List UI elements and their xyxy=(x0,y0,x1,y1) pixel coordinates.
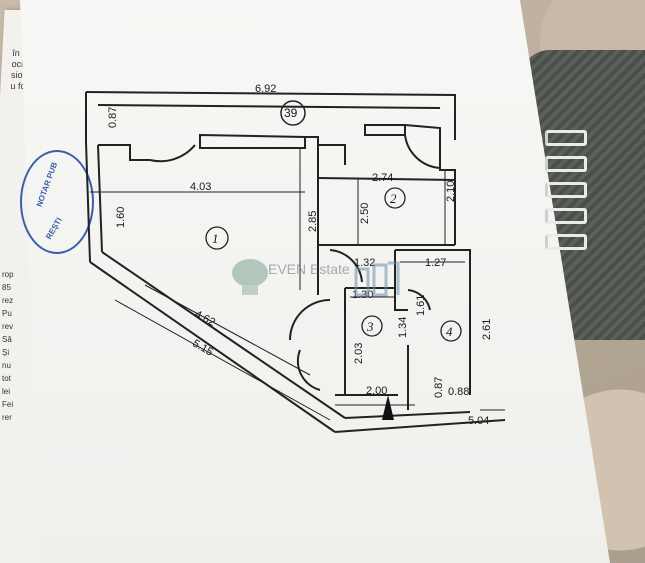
margin-line: Fei xyxy=(2,400,14,409)
dim-line-515 xyxy=(114,299,331,421)
window-1 xyxy=(199,133,306,149)
dim-088: 0.88 xyxy=(448,386,469,398)
room-circle-1 xyxy=(205,226,229,250)
dim-line-274 xyxy=(317,177,456,181)
margin-line: nu xyxy=(2,361,11,370)
margin-line: rop xyxy=(2,270,14,279)
margin-line: rev xyxy=(2,322,14,331)
door-swing-3 xyxy=(329,249,363,283)
room-number-3: 3 xyxy=(366,319,374,334)
dim-210: 2.10 xyxy=(445,181,457,202)
binder-ring xyxy=(545,182,587,198)
plan-labels: 6.92 39 0.87 4.03 1.60 2.85 2.74 2.50 2.… xyxy=(107,83,493,427)
entrance-arrow-icon xyxy=(382,395,394,420)
dim-line-462 xyxy=(144,284,311,376)
binder-ring xyxy=(545,156,587,172)
dim-087-top: 0.87 xyxy=(107,107,119,128)
dim-087-b: 0.87 xyxy=(433,377,445,398)
room2-top-left xyxy=(318,144,346,165)
margin-line: Sâ xyxy=(2,335,12,344)
bottom-inner-wall xyxy=(344,411,471,419)
binder-ring xyxy=(545,208,587,224)
margin-line: Și xyxy=(2,348,10,357)
room-numbers: 1 2 3 4 xyxy=(212,191,453,339)
dim-134: 1.34 xyxy=(397,317,409,338)
margin-line: rer xyxy=(2,413,12,422)
room-number-4: 4 xyxy=(446,324,453,339)
notary-stamp: NOTAR PUB REȘTI xyxy=(20,150,94,254)
dimension-lines xyxy=(90,148,505,421)
top-wall xyxy=(85,91,456,140)
door-swing-4 xyxy=(289,299,331,341)
diagonal-inner-wall xyxy=(101,251,346,419)
dim-132: 1.32 xyxy=(354,257,375,269)
dim-200: 2.00 xyxy=(366,385,387,397)
bottom-wall xyxy=(334,419,506,433)
top-inner-wall xyxy=(97,104,441,109)
dim-161: 1.61 xyxy=(415,295,427,316)
dim-285: 2.85 xyxy=(307,211,319,232)
dim-274: 2.74 xyxy=(372,172,393,184)
room-number-2: 2 xyxy=(390,191,397,206)
watermark-text: EVEN Estate xyxy=(268,261,350,277)
margin-line: 85 xyxy=(2,283,11,292)
dim-160: 1.60 xyxy=(115,207,127,228)
dim-250: 2.50 xyxy=(359,203,371,224)
door-swing-6 xyxy=(407,289,431,311)
margin-line: Pu xyxy=(2,309,12,318)
room-circle-2 xyxy=(384,187,406,209)
dim-261: 2.61 xyxy=(481,319,493,340)
left-inner-wall xyxy=(97,144,103,253)
room-number-1: 1 xyxy=(212,231,219,246)
dim-203: 2.03 xyxy=(353,343,365,364)
dim-692: 6.92 xyxy=(255,83,276,95)
door-swing-1 xyxy=(149,144,196,163)
room-circle-4 xyxy=(440,320,462,342)
plan-walls xyxy=(85,91,506,433)
room1-right-wall xyxy=(305,136,319,295)
room-circle-3 xyxy=(361,315,383,337)
dim-403: 4.03 xyxy=(190,181,211,193)
watermark-logo-icon xyxy=(232,259,268,295)
dim-462: 4.62 xyxy=(193,308,218,329)
door-swing-5 xyxy=(296,349,321,391)
left-margin-text: rop 85 rez Pu rev Sâ Și nu tot lei Fei r… xyxy=(2,268,14,424)
margin-line: lei xyxy=(2,387,11,396)
watermark-house-icon xyxy=(354,261,400,297)
margin-line: tot xyxy=(2,374,11,383)
binder-ring xyxy=(545,130,587,146)
door-swing-2 xyxy=(404,134,441,169)
room1-top-wall xyxy=(98,144,150,161)
room2-right-wall xyxy=(404,124,456,245)
room4-walls xyxy=(395,249,471,395)
diagonal-outer-wall xyxy=(89,261,336,433)
binder-rings xyxy=(545,130,587,260)
room3-right-wall xyxy=(394,250,408,311)
watermark: EVEN Estate xyxy=(230,255,420,305)
dim-504: 5.04 xyxy=(468,415,489,427)
dim-515: 5.15 xyxy=(190,338,215,359)
margin-line: rez xyxy=(2,296,14,305)
binder-ring xyxy=(545,234,587,250)
window-2 xyxy=(364,124,406,136)
apartment-circle xyxy=(280,100,306,126)
dim-127: 1.27 xyxy=(425,257,446,269)
left-wall xyxy=(85,141,91,263)
apartment-number: 39 xyxy=(284,106,298,120)
room-number-circles xyxy=(205,187,462,342)
